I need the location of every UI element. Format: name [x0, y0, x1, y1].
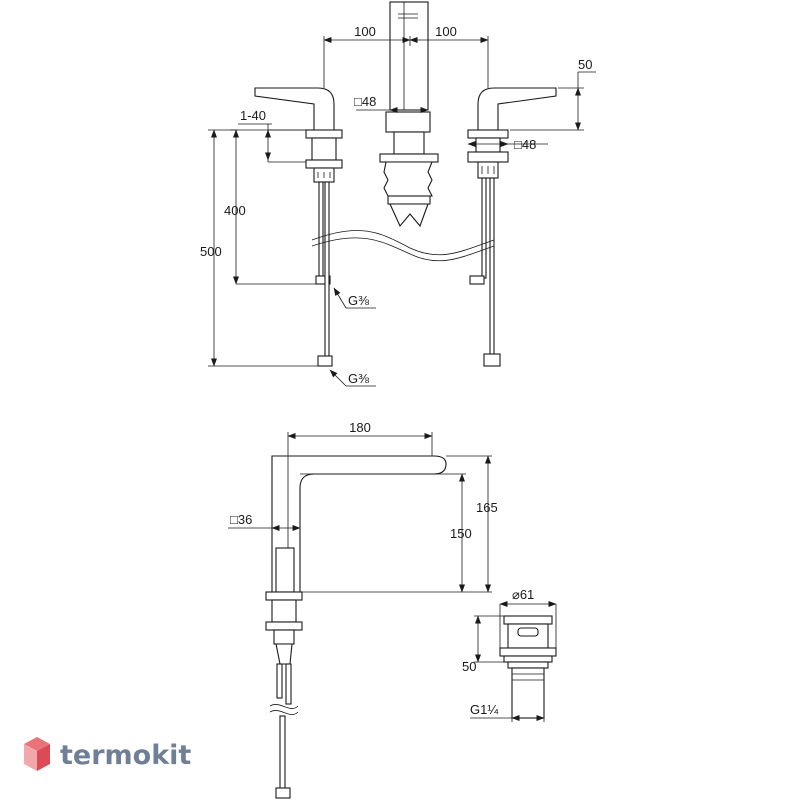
right-valve — [467, 87, 557, 367]
dim-waste-height: 50 — [462, 659, 476, 674]
cube-icon — [24, 737, 50, 771]
spout — [379, 1, 439, 228]
side-elevation: 180 165 150 □36 — [228, 420, 498, 799]
logo-text: termokit — [60, 740, 191, 771]
dim-height-165: 165 — [476, 500, 498, 515]
dim-body-square: □36 — [230, 512, 252, 527]
dim-length-400: 400 — [224, 203, 246, 218]
dim-spout-square: □48 — [354, 94, 376, 109]
dim-handle-height: 50 — [578, 57, 592, 72]
dim-reach: 180 — [349, 420, 371, 435]
thread-inner: G⅜ — [348, 293, 369, 308]
dim-spacing-right: 100 — [435, 24, 457, 39]
dim-thickness: 1-40 — [240, 108, 266, 123]
termokit-logo: termokit — [24, 737, 191, 771]
dim-waste-thread: G1¼ — [470, 702, 498, 717]
dim-spacing-left: 100 — [354, 24, 376, 39]
waste-elevation: ⌀61 50 G1¼ — [462, 587, 557, 722]
dim-height-150: 150 — [450, 526, 472, 541]
dim-length-500: 500 — [200, 244, 222, 259]
front-elevation: 100 100 50 □48 □48 1-40 400 500 — [200, 1, 596, 387]
dim-diameter: ⌀61 — [512, 587, 534, 602]
dim-base-square: □48 — [514, 137, 536, 152]
thread-outer: G⅜ — [348, 371, 369, 386]
left-valve — [254, 87, 343, 367]
